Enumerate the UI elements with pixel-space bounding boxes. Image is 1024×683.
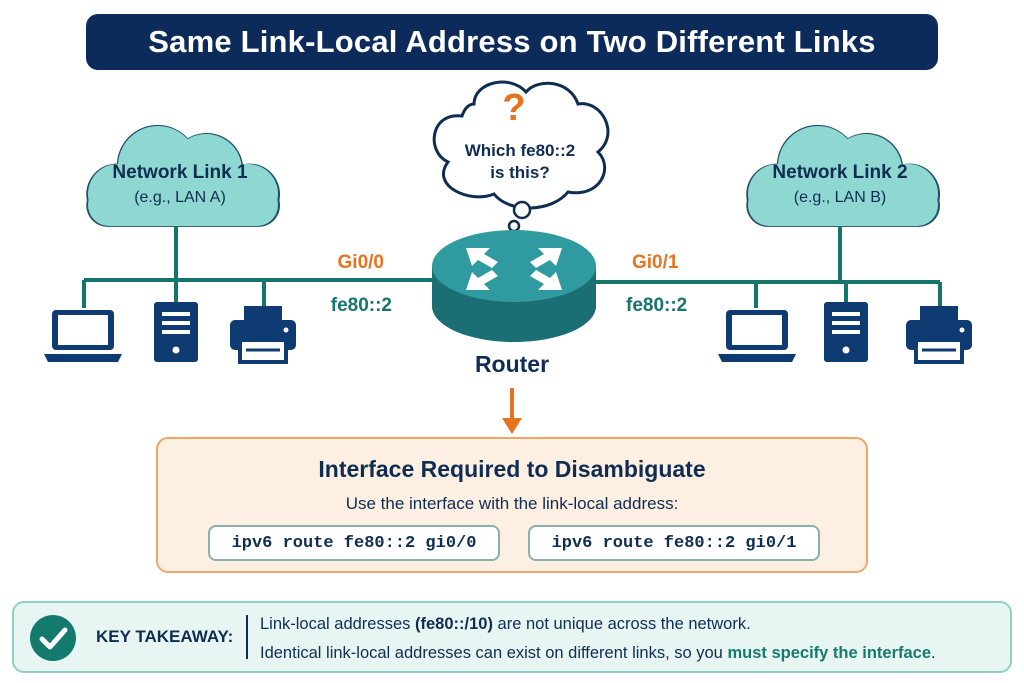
- title-banner: Same Link-Local Address on Two Different…: [86, 14, 938, 70]
- arrow-down-icon: [502, 388, 522, 434]
- laptop-icon: [718, 310, 796, 362]
- takeaway-line-2: Identical link-local addresses can exist…: [260, 644, 936, 662]
- link-1-example: (e.g., LAN A): [134, 189, 226, 206]
- key-takeaway-panel: KEY TAKEAWAY: Link-local addresses (fe80…: [12, 601, 1012, 673]
- link-2-name: Network Link 2: [772, 162, 907, 183]
- interface-required-box: Interface Required to Disambiguate Use t…: [156, 437, 868, 573]
- interface-gi0-0-address: fe80::2: [331, 295, 392, 316]
- router-label: Router: [475, 351, 549, 377]
- takeaway-divider: [246, 615, 248, 659]
- info-box-title: Interface Required to Disambiguate: [318, 456, 706, 482]
- interface-gi0-1-address: fe80::2: [626, 295, 687, 316]
- link-2-example: (e.g., LAN B): [794, 189, 886, 206]
- link-lines: [82, 226, 942, 308]
- interface-gi0-0-label: Gi0/0: [338, 252, 384, 273]
- takeaway-line-1: Link-local addresses (fe80::/10) are not…: [260, 615, 751, 633]
- question-mark-icon: ?: [502, 87, 525, 129]
- router-icon: [432, 230, 596, 342]
- printer-icon: [906, 306, 972, 364]
- thought-line-2: is this?: [490, 163, 550, 182]
- checkmark-icon: [30, 615, 76, 661]
- thought-bubble: ? Which fe80::2 is this?: [432, 80, 610, 233]
- link-1-name: Network Link 1: [112, 162, 248, 183]
- server-icon: [824, 302, 868, 362]
- laptop-icon: [44, 310, 122, 362]
- thought-line-1: Which fe80::2: [465, 141, 576, 160]
- network-link-2-cloud: Network Link 2 (e.g., LAN B): [746, 124, 941, 227]
- info-box-subtitle: Use the interface with the link-local ad…: [345, 494, 679, 513]
- page-title: Same Link-Local Address on Two Different…: [148, 24, 876, 59]
- interface-gi0-1-label: Gi0/1: [632, 252, 679, 273]
- network-link-1-cloud: Network Link 1 (e.g., LAN A): [86, 124, 281, 227]
- printer-icon: [230, 306, 296, 364]
- command-route-gi0-0: ipv6 route fe80::2 gi0/0: [208, 525, 500, 561]
- server-icon: [154, 302, 198, 362]
- command-route-gi0-1: ipv6 route fe80::2 gi0/1: [528, 525, 820, 561]
- key-takeaway-label: KEY TAKEAWAY:: [96, 627, 234, 646]
